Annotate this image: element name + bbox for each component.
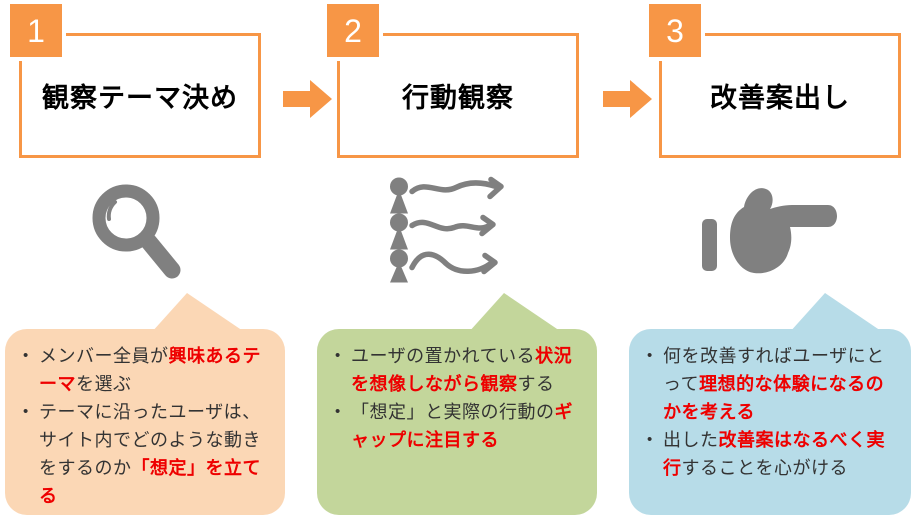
step-3-title: 改善案出し bbox=[710, 83, 850, 113]
hand-shape bbox=[730, 188, 837, 274]
bubble-bullet-item: • テーマに沿ったユーザは、サイト内でどのような動きをするのか「想定」を立てる bbox=[21, 398, 261, 510]
bubble-tail-shape bbox=[789, 293, 884, 333]
step-1-title: 観察テーマ決め bbox=[42, 83, 238, 113]
step-2-title: 行動観察 bbox=[402, 83, 514, 113]
highlighted-text: 改善案はなるべく実行 bbox=[663, 430, 885, 478]
step-1-box: 観察テーマ決め bbox=[19, 33, 261, 158]
body-text: 何を改善すればユーザにとって bbox=[663, 346, 885, 394]
highlighted-text: 興味あるテーマ bbox=[39, 346, 261, 394]
highlighted-text: 状況を想像しながら観察 bbox=[351, 346, 573, 394]
wavy-arrow bbox=[409, 219, 494, 232]
flow-arrow-icon bbox=[603, 80, 652, 118]
bubble-tail-shape bbox=[151, 293, 246, 333]
bubble-bullet-item: • 何を改善すればユーザにとって理想的な体験になるのかを考える bbox=[645, 342, 887, 426]
bullet-dot: • bbox=[23, 347, 29, 364]
bubble-tail bbox=[789, 293, 884, 333]
body-text: テーマに沿ったユーザは、サイト内でどのような動きをするのか bbox=[39, 402, 261, 478]
flow-arrow-shape bbox=[603, 80, 652, 118]
bubble-tail-shape bbox=[468, 293, 563, 333]
flow-arrow-icon bbox=[283, 80, 332, 118]
person-icon bbox=[390, 177, 408, 214]
bubble-tail bbox=[468, 293, 563, 333]
note-bubble-list: • ユーザの置かれている状況を想像しながら観察する • 「想定」と実際の行動のギャップ… bbox=[317, 329, 597, 454]
wavy-arrow bbox=[409, 180, 499, 195]
step-1-badge: 1 bbox=[10, 4, 62, 57]
note-bubble-step-2: • ユーザの置かれている状況を想像しながら観察する • 「想定」と実際の行動のギャップ… bbox=[317, 329, 597, 515]
step-3-badge: 3 bbox=[649, 4, 701, 57]
bubble-bullet-item: • ユーザの置かれている状況を想像しながら観察する bbox=[333, 342, 573, 398]
bubble-bullet-item: • 出した改善案はなるべく実行することを心がける bbox=[645, 426, 887, 482]
bullet-dot: • bbox=[23, 403, 29, 420]
step-1-number: 1 bbox=[27, 12, 45, 49]
note-bubble-list: • 何を改善すればユーザにとって理想的な体験になるのかを考える • 出した改善案はなる… bbox=[629, 329, 911, 482]
bullet-dot: • bbox=[335, 403, 341, 420]
flow-arrow-shape bbox=[283, 80, 332, 118]
note-bubble-list: • メンバー全員が興味あるテーマを選ぶ • テーマに沿ったユーザは、サイト内でどのよう… bbox=[5, 329, 285, 510]
pointing-hand-icon bbox=[702, 188, 837, 274]
highlighted-text: 「想定」を立てる bbox=[39, 458, 261, 506]
body-text: することを心がける bbox=[681, 458, 848, 478]
body-text: する bbox=[517, 374, 555, 394]
wavy-arrow-head bbox=[487, 176, 504, 200]
body-text: を選ぶ bbox=[76, 374, 132, 394]
bubble-tail bbox=[151, 293, 246, 333]
step-2-badge: 2 bbox=[327, 4, 379, 57]
step-2-number: 2 bbox=[344, 12, 362, 49]
highlighted-text: ギャップに注目する bbox=[351, 402, 573, 450]
hand-cuff bbox=[702, 219, 717, 271]
note-bubble-step-1: • メンバー全員が興味あるテーマを選ぶ • テーマに沿ったユーザは、サイト内でどのよう… bbox=[5, 329, 285, 515]
bubble-bullet-item: • メンバー全員が興味あるテーマを選ぶ bbox=[21, 342, 261, 398]
bullet-dot: • bbox=[647, 431, 653, 448]
step-2-box: 行動観察 bbox=[337, 33, 579, 158]
user-behavior-flows-icon bbox=[390, 176, 504, 283]
person-icon bbox=[390, 213, 408, 250]
bullet-dot: • bbox=[647, 347, 653, 364]
body-text: メンバー全員が bbox=[39, 346, 169, 366]
magnifier-lens-ring bbox=[92, 184, 160, 252]
magnifier-search-icon bbox=[92, 184, 181, 279]
step-3-number: 3 bbox=[666, 12, 684, 49]
wavy-arrow-head bbox=[481, 252, 498, 275]
magnifier-lens-highlight bbox=[106, 200, 117, 221]
wavy-arrow-head bbox=[479, 214, 496, 237]
bullet-dot: • bbox=[335, 347, 341, 364]
note-bubble-step-3: • 何を改善すればユーザにとって理想的な体験になるのかを考える • 出した改善案はなる… bbox=[629, 329, 911, 515]
highlighted-text: 理想的な体験になるのかを考える bbox=[663, 374, 885, 422]
body-text: 「想定」と実際の行動の bbox=[351, 402, 555, 422]
body-text: ユーザの置かれている bbox=[351, 346, 536, 366]
wavy-arrow bbox=[409, 251, 495, 274]
person-icon bbox=[390, 249, 408, 283]
body-text: 出した bbox=[663, 430, 719, 450]
magnifier-handle bbox=[140, 233, 181, 279]
bubble-bullet-item: • 「想定」と実際の行動のギャップに注目する bbox=[333, 398, 573, 454]
